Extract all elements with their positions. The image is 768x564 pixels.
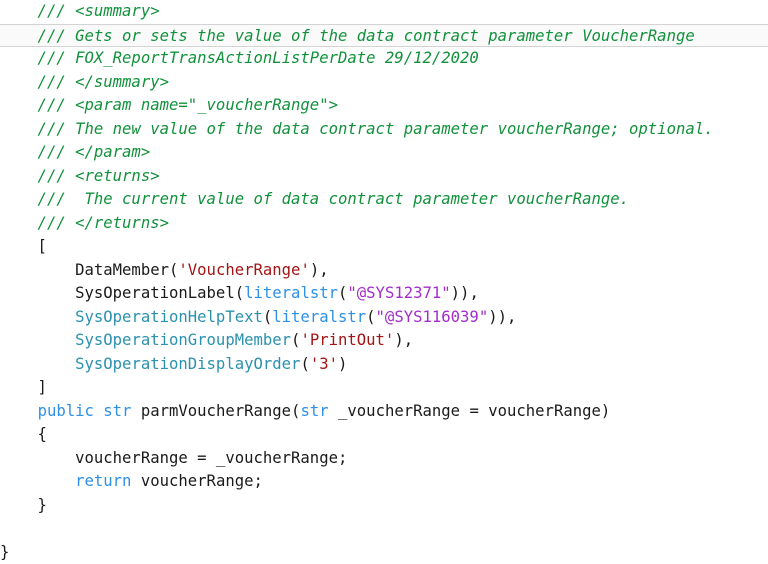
code-line[interactable]: /// </summary> <box>0 71 768 95</box>
code-token-plain: } <box>0 542 10 561</box>
code-token-plain: } <box>0 495 47 514</box>
code-token-plain: ] <box>0 378 47 396</box>
code-token-type: SysOperationHelpText <box>75 307 263 326</box>
code-token-plain: ( <box>338 284 348 302</box>
code-token-keyword: literalstr <box>272 307 367 326</box>
code-token-label: "@SYS116039" <box>375 307 489 326</box>
code-token-plain: )), <box>450 284 479 302</box>
code-token-plain <box>0 402 38 420</box>
code-token-comment: /// The current value of data contract p… <box>0 190 630 208</box>
code-line[interactable]: [ <box>0 235 768 259</box>
code-line[interactable]: /// The current value of data contract p… <box>0 188 768 212</box>
code-line[interactable]: /// FOX_ReportTransActionListPerDate 29/… <box>0 47 768 71</box>
code-token-plain: { <box>0 425 47 443</box>
code-line[interactable]: SysOperationLabel(literalstr("@SYS12371"… <box>0 282 768 306</box>
code-token-plain: )), <box>488 307 517 326</box>
code-token-type: SysOperationDisplayOrder <box>75 354 301 373</box>
code-line[interactable]: DataMember('VoucherRange'), <box>0 259 768 283</box>
code-line[interactable]: } <box>0 541 768 564</box>
code-token-plain: voucherRange = _voucherRange; <box>0 448 348 467</box>
code-token-comment: /// </param> <box>0 143 151 161</box>
code-token-keyword: public str <box>37 401 132 420</box>
code-token-plain: ), <box>394 331 414 349</box>
code-line[interactable]: /// <summary> <box>0 0 768 24</box>
code-line[interactable]: SysOperationHelpText(literalstr("@SYS116… <box>0 306 768 330</box>
code-line[interactable]: voucherRange = _voucherRange; <box>0 447 768 471</box>
code-line[interactable] <box>0 517 768 541</box>
code-token-plain <box>0 472 75 490</box>
code-line[interactable]: public str parmVoucherRange(str _voucher… <box>0 400 768 424</box>
code-token-plain: voucherRange; <box>131 472 263 490</box>
code-token-comment: /// Gets or sets the value of the data c… <box>0 26 695 45</box>
code-token-plain <box>0 355 75 373</box>
code-token-plain: ) <box>338 354 348 373</box>
code-token-comment: /// <summary> <box>0 2 160 20</box>
code-token-comment: /// </returns> <box>0 213 169 232</box>
code-token-keyword: return <box>75 472 132 490</box>
code-token-comment: /// <param name="_voucherRange"> <box>0 96 338 114</box>
code-line[interactable]: SysOperationDisplayOrder('3') <box>0 353 768 377</box>
code-token-comment: /// <returns> <box>0 166 160 185</box>
code-line[interactable]: { <box>0 423 768 447</box>
code-line[interactable]: ] <box>0 376 768 400</box>
code-token-plain: SysOperationLabel( <box>0 284 245 302</box>
code-token-label: "@SYS12371" <box>347 284 451 302</box>
code-token-string: 'PrintOut' <box>300 331 395 349</box>
code-line[interactable]: /// <param name="_voucherRange"> <box>0 94 768 118</box>
code-token-string: 'VoucherRange' <box>178 260 310 279</box>
code-token-plain: DataMember( <box>0 260 179 279</box>
code-token-plain: ( <box>291 331 301 349</box>
code-token-plain: ( <box>300 354 310 373</box>
code-line[interactable]: SysOperationGroupMember('PrintOut'), <box>0 329 768 353</box>
code-line[interactable]: /// The new value of the data contract p… <box>0 118 768 142</box>
code-token-plain: _voucherRange = voucherRange) <box>328 401 611 420</box>
code-token-plain: parmVoucherRange( <box>131 401 301 420</box>
code-token-keyword: str <box>300 401 329 420</box>
code-token-type: SysOperationGroupMember <box>75 331 292 349</box>
current-code-line[interactable]: /// Gets or sets the value of the data c… <box>0 23 768 47</box>
code-line[interactable]: } <box>0 494 768 518</box>
code-token-plain: [ <box>0 237 47 255</box>
code-token-plain <box>0 308 75 326</box>
code-token-plain: ), <box>309 260 329 279</box>
code-token-keyword: literalstr <box>244 284 338 302</box>
code-token-comment: /// FOX_ReportTransActionListPerDate 29/… <box>0 49 479 67</box>
code-token-plain <box>0 331 75 349</box>
code-line[interactable]: /// </param> <box>0 141 768 165</box>
code-token-plain: ( <box>366 307 376 326</box>
code-token-string: '3' <box>309 354 338 373</box>
code-token-comment: /// The new value of the data contract p… <box>0 119 714 138</box>
code-line[interactable]: /// </returns> <box>0 212 768 236</box>
code-line[interactable]: /// <returns> <box>0 165 768 189</box>
code-token-plain: ( <box>262 307 273 326</box>
code-line[interactable]: return voucherRange; <box>0 470 768 494</box>
code-token-comment: /// </summary> <box>0 72 169 91</box>
